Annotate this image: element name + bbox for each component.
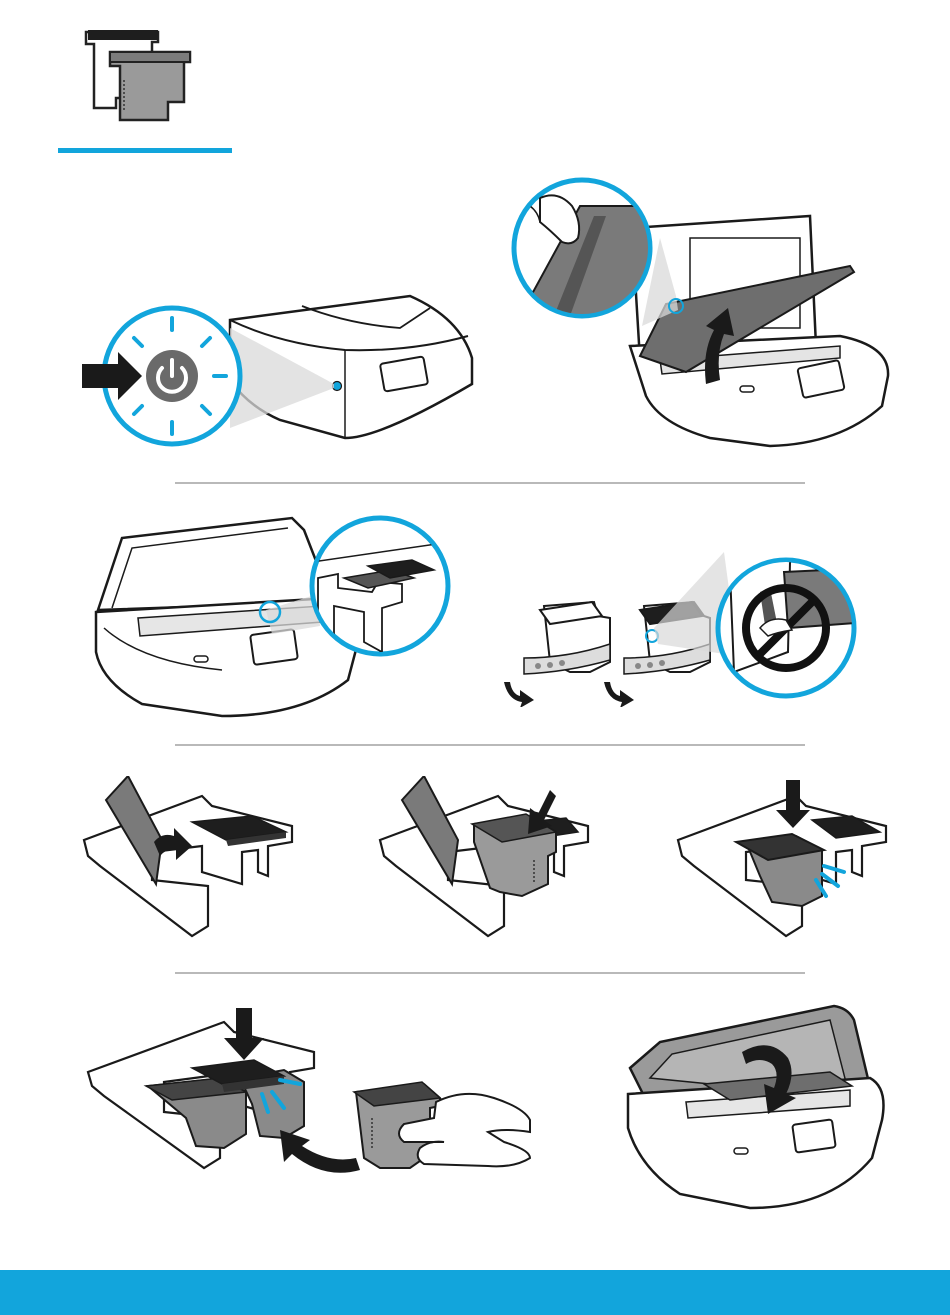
divider-3 [175,972,805,974]
step-close-latch [676,776,890,940]
divider-1 [175,482,805,484]
divider-2 [175,744,805,746]
header-rule [58,148,232,153]
color-cartridge-in-hand [354,1082,530,1168]
step-open-access-door [510,176,895,456]
step-remove-tape [498,532,858,707]
footer-bar [0,1270,950,1315]
step-repeat-for-second [84,1008,534,1178]
cartridge-unwrapped [504,602,610,707]
tape-pull-arrow-icon [504,682,534,707]
step-close-door [620,998,890,1216]
step-open-latch [82,776,296,940]
step-insert-cartridge [378,776,592,940]
step-locate-carriage [82,512,454,722]
curved-arrow-left-icon [280,1130,360,1173]
cartridge-pair-icon [76,28,196,128]
step-power-on [80,288,480,448]
